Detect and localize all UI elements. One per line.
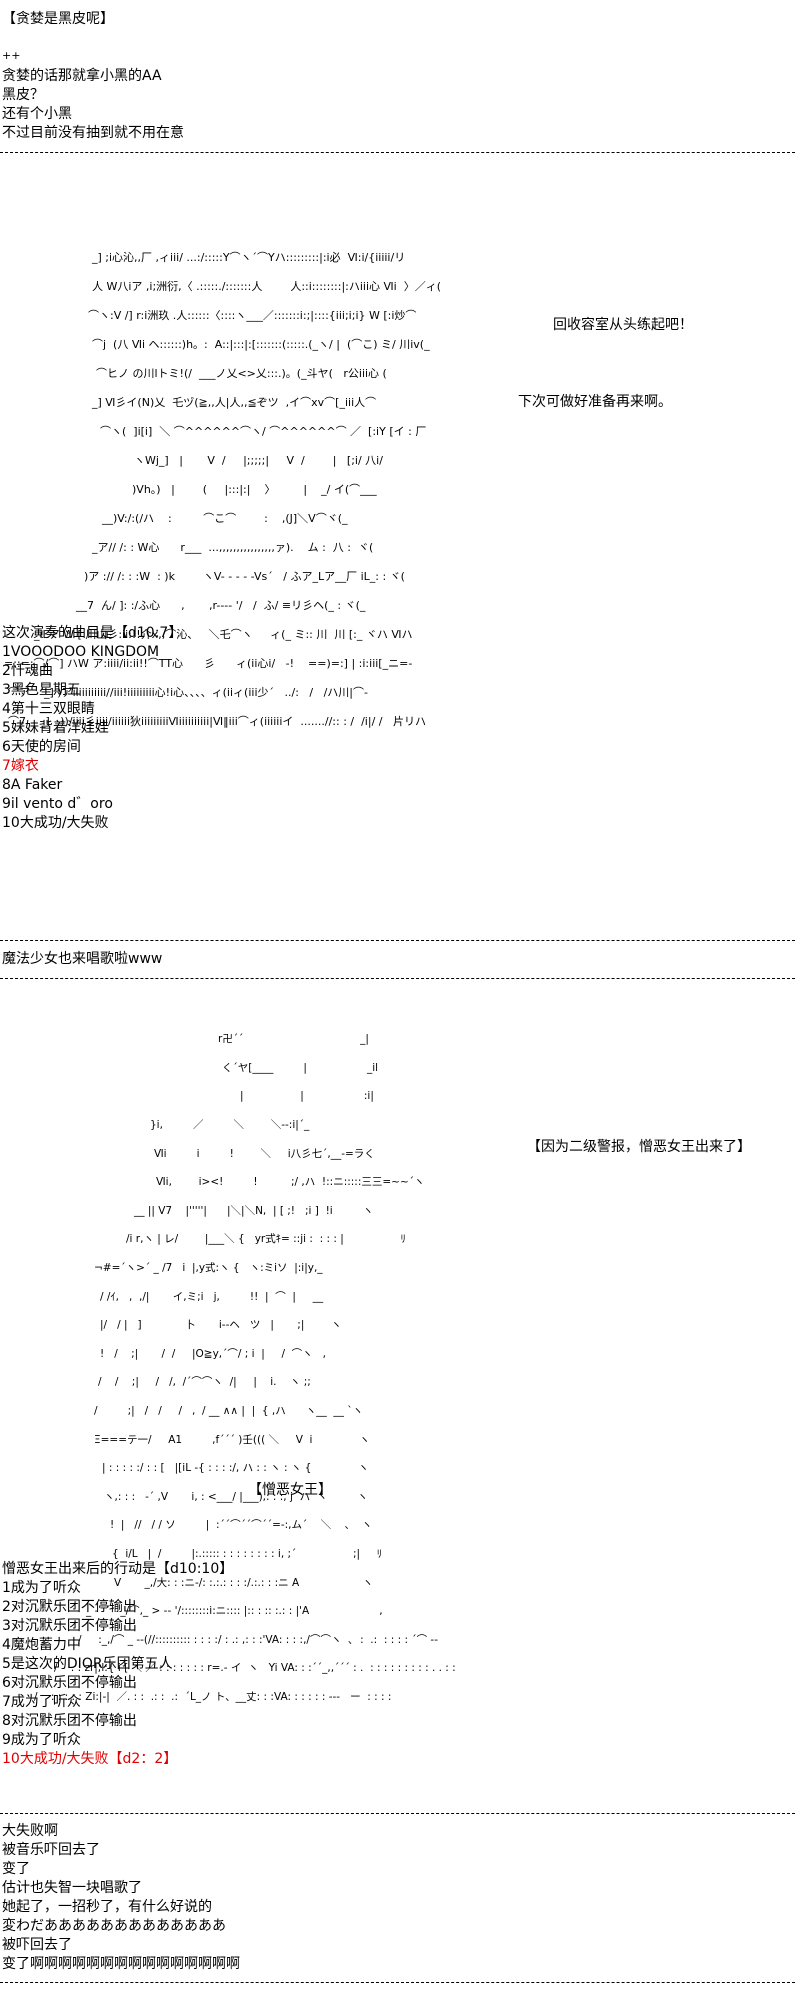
art2-line: / ;| / / / , / __ ∧∧ | | { ,ハ ヽ__ __ `ヽ	[94, 1405, 363, 1418]
section1-line-1: 黑皮？	[2, 87, 44, 103]
art1-line: __7 ん/ ]: :/ふ心 , ,r---- '/ / ふ/ ≡リ彡ヘ(_ :…	[76, 598, 366, 612]
art1-line: ヽWj_] | V / |;;;;;| V / | [;i/ 八i/	[134, 453, 383, 467]
list-item: 6天使的房间	[2, 739, 81, 755]
list-item: 8对沉默乐团不停输出	[2, 1713, 137, 1729]
divider	[0, 152, 795, 153]
art1-line: ⌒j (八 Ⅵi ヘ::::::)h。: A::|:::|:[:::::::(:…	[92, 337, 430, 351]
list-item: 5妹妹背着洋娃娃	[2, 720, 109, 736]
art1-line: __)V:/:(/ハ : ⌒こ⌒ : ,(J]＼V⌒ヾ(_	[102, 511, 348, 525]
list-item: 5是这次的DIOR乐团第五人	[2, 1656, 173, 1672]
list-item: 变了	[2, 1861, 30, 1877]
list-item: 大失败啊	[2, 1823, 58, 1839]
list-item: 4第十三双眼睛	[2, 701, 95, 717]
section-title: 魔法少女也来唱歌啦www	[2, 951, 163, 967]
divider	[0, 1813, 795, 1814]
art2-line: Ⅵi, i><! ! ;/ ,ハ !::ニ:::::三三=~~´ヽ	[156, 1176, 425, 1189]
art1-line: ⌒ヒノ の川lトミ!(/ ___ノ乂<>乂:::.)。(_斗ヤ( r公iii心 …	[96, 366, 387, 380]
art1-line: ⌒ア _] )アiiiiiiiiiii//iii!iiiiiiiii心!i心、、…	[8, 685, 368, 699]
art2-line: / /ｲ, , ,/| イ,ミ;i j, !! | ⌒ | __	[100, 1290, 324, 1303]
roll-title: 憎恶女王出来后的行动是【d10:10】	[2, 1561, 234, 1577]
art2-line: / . : : : : : Zi:|-| ／. : : .: : .: ´L_ノ…	[34, 1690, 392, 1703]
art2-line: | : : : : :/ : : [ |[iL ‐{ : : : :/, ハ :…	[102, 1462, 369, 1475]
art2-line: __ || V7 |'''''| |＼|＼N, | [ ;! ;i ] !i ヽ	[134, 1204, 374, 1217]
mark-text: ++	[2, 49, 21, 62]
art1-line: )Vh。) | ( |:::|:| 〉 | _/ イ(⌒___	[132, 482, 377, 496]
divider	[0, 940, 795, 941]
list-item: 她起了，一招秒了，有什么好说的	[2, 1899, 212, 1915]
list-item: 変わだあああああああああああああ	[2, 1918, 226, 1934]
art2-line: / . : zr|;l:{ i [ ＼ ／ : : : : : : : r=.-…	[54, 1662, 456, 1675]
section1-line-2: 还有个小黑	[2, 106, 72, 122]
song-list: 1VOOODOO KINGDOM 2忏魂曲 3黑色星期五 4第十三双眼睛 5妹妹背着洋娃…	[2, 643, 159, 833]
art2-line: | | :i|	[240, 1090, 374, 1103]
list-item: 1VOOODOO KINGDOM	[2, 644, 160, 660]
art2-line: く´ヤ[____ | _il	[222, 1061, 379, 1074]
art1-line: ⌒7 _] ))/iiii彡iiii/iiiiii狄iiiiiiiiiⅥiiii…	[8, 714, 426, 728]
art-note-1: 回收容室从头练起吧！	[553, 317, 693, 333]
art2-line: _ - ´ _/⌒,_ > ‐‐ '/::::::::i:ニ:::: |:: :…	[86, 1605, 383, 1618]
list-item: 变了啊啊啊啊啊啊啊啊啊啊啊啊啊啊啊	[2, 1956, 240, 1972]
action-list: 1成为了听众 2对沉默乐团不停输出 3对沉默乐团不停输出 4魔炮蓄力中 5是这次的DIO…	[2, 1579, 173, 1750]
art1-line: _] Ⅵ彡イ(N)乂 乇ヅ(≧,,人|人,,≦ぞツ ,イ⌒xv⌒[_iii人⌒	[92, 395, 377, 409]
list-item: 被吓回去了	[2, 1937, 72, 1953]
list-item: 4魔炮蓄力中	[2, 1637, 81, 1653]
section1-line-0: 贪婪的话那就拿小黑的AA	[2, 68, 162, 84]
list-item: 7成为了听众	[2, 1694, 81, 1710]
art2-line: ! / ;| / / |O≧y,´⌒/ ; i | / ⌒ヽ ,	[100, 1347, 327, 1360]
list-item: 3黑色星期五	[2, 682, 81, 698]
art2-line: r卍´´ _|	[218, 1033, 369, 1046]
list-item: 9il vento d゛oro	[2, 796, 113, 812]
art2-line: ヽ,: : : ‐´ ,V i, : <___/ |___),: : :, j …	[104, 1490, 368, 1503]
art2-line: }i, ／ ＼ ＼-‐:i|´_	[150, 1119, 310, 1132]
divider	[0, 1982, 795, 1983]
art1-line: ⌒ヽ:V /] r:i洲玖 .人::::::〈::::ヽ___／:::::::i…	[88, 308, 417, 322]
list-item: 2忏魂曲	[2, 663, 53, 679]
list-item: 10大成功/大失败	[2, 815, 109, 831]
art1-line: 人 W八iア ,i;洲衍,〈 .:::::./:::::::人 人::i::::…	[92, 279, 442, 293]
section-title: 【贪婪是黑皮呢】	[2, 11, 114, 27]
art2-line: { i/L | / |:.::::: : : : : : : : : i, ;´…	[112, 1547, 383, 1560]
list-item: 8A Faker	[2, 777, 63, 793]
art-note-3: 【因为二级警报，憎恶女王出来了】	[527, 1139, 751, 1155]
list-item: 3对沉默乐团不停输出	[2, 1618, 137, 1634]
list-item: 2对沉默乐团不停输出	[2, 1599, 137, 1615]
roll-title: 这次演奏的曲目是【d10:7】	[2, 625, 183, 641]
divider	[0, 978, 795, 979]
art2-line: / :_,/⌒ _ ‐‐(//:::::::::: : : : :/ : .: …	[78, 1633, 438, 1646]
art1-line: =::=:⌒/⌒] ハW ア:iiii/ii:ii!!⌒TT心 彡 ィ(ii心i…	[4, 656, 413, 670]
list-item: 7嫁衣	[2, 758, 39, 774]
art2-line: ¬#=´ヽ>´ _ /7 i |,y式:ヽ { ヽ:ミiソ |:i|y,_	[94, 1262, 323, 1275]
art1-line: ⌒ヽ( ]i[i] ＼ ⌒^^^^^^⌒ヽ/ ⌒^^^^^^⌒ ／ [:iY […	[100, 424, 427, 438]
art-caption: 【憎恶女王】	[248, 1482, 332, 1498]
list-item: 1成为了听众	[2, 1580, 81, 1596]
art1-line: )ア :// /: : :W : )k ヽV- - - - -Vs´ / ふア_…	[84, 569, 405, 583]
section1-line-3: 不过目前没有抽到就不用在意	[2, 125, 184, 141]
art2-line: / / ;| / /, /´⌒⌒ヽ /| | i. ヽ ;;	[98, 1376, 311, 1389]
list-item: 6对沉默乐团不停输出	[2, 1675, 137, 1691]
art-note-2: 下次可做好准备再来啊。	[518, 394, 672, 410]
art1-line: _iLア W [ 川山彡:ii:!!介x,,⌒沁、 ＼乇⌒ヽ ィ(_ ミ:: 川…	[34, 627, 413, 641]
list-item: 估计也失智一块唱歌了	[2, 1880, 142, 1896]
ascii-art-queen-of-hatred: r卍´´ _| く´ヤ[____ | _il | | :i| }i, ／ ＼ ＼…	[0, 1018, 456, 1719]
result-line: 10大成功/大失败【d2：2】	[2, 1751, 178, 1767]
art2-line: V _,/大: : :ニ‐/: :.:.: : : :/.:.: : :ニ A …	[114, 1576, 374, 1589]
ascii-art-guardians: _] ;i心沁,,厂 ,ィiii/ ...:/:::::Y⌒ヽ´⌒Yハ:::::…	[0, 236, 441, 744]
outcome-lines: 大失败啊被音乐吓回去了变了估计也失智一块唱歌了她起了，一招秒了，有什么好说的変わ…	[2, 1822, 240, 1974]
art1-line: _] ;i心沁,,厂 ,ィiii/ ...:/:::::Y⌒ヽ´⌒Yハ:::::…	[92, 250, 406, 264]
list-item: 被音乐吓回去了	[2, 1842, 100, 1858]
art2-line: Ξ===テ一/ A1 ,f´´´ )壬((( ＼ V i ヽ	[94, 1433, 370, 1446]
art1-line: _ア// /: : W心 r___ ...,,,,,,,,,,,,,,,,ァ).…	[92, 540, 374, 554]
art2-line: /i r,ヽ | レ/ |___＼ { yr式ｷ= ::ji : : : : |…	[126, 1233, 406, 1246]
art2-line: Ⅵi i ! ＼ i八彡七´,__-=ラく	[154, 1147, 375, 1160]
list-item: 9成为了听众	[2, 1732, 81, 1748]
art2-line: ! | // / / ソ | :´´⌒´´⌒´´=-:,ム´ ＼ 、 ヽ	[110, 1519, 373, 1532]
art2-line: |/ / | ] 卜 i--ヘ ツ | ;| ヽ	[100, 1319, 342, 1332]
